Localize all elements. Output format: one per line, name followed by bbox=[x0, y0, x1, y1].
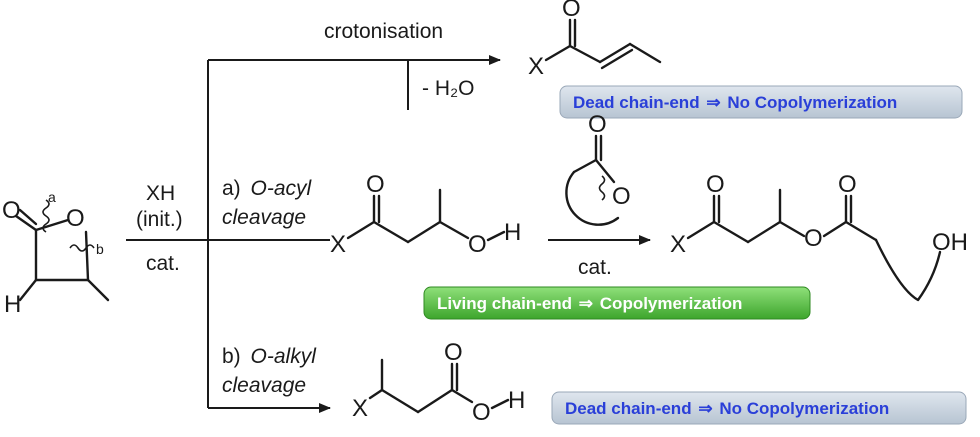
acid-hydroxyl-hydrogen: H bbox=[508, 387, 525, 414]
comonomer-carbonyl-oxygen: O bbox=[588, 111, 607, 138]
comonomer-wavy-mark bbox=[598, 175, 606, 201]
copolymerization-label: Copolymerization bbox=[600, 294, 743, 313]
copolymer-carbonyl-oxygen-1: O bbox=[706, 171, 725, 198]
bond-label-b: b bbox=[96, 241, 104, 257]
dead-arrow-1: ⇒ bbox=[706, 93, 720, 112]
dead-chain-end-box-1: Dead chain-end ⇒ No Copolymerization bbox=[559, 85, 963, 119]
carboxylic-acid-product: X O O H bbox=[352, 339, 525, 426]
crotonate-x-group: X bbox=[528, 53, 544, 80]
dead-chain-end-label-2: Dead chain-end bbox=[565, 399, 692, 418]
acid-hydroxyl-oxygen: O bbox=[472, 399, 491, 426]
ester-x-group: X bbox=[330, 231, 346, 258]
crotonate-oxygen: O bbox=[562, 0, 581, 22]
copolymer-hydroxyl: OH bbox=[932, 229, 968, 256]
acyl-label: O-acyl bbox=[251, 177, 313, 200]
dead-chain-end-label-1: Dead chain-end bbox=[573, 93, 700, 112]
acid-x-group: X bbox=[352, 395, 368, 422]
living-chain-end-box: Living chain-end ⇒ Copolymerization bbox=[423, 286, 811, 320]
copolymer-carbonyl-oxygen-2: O bbox=[838, 171, 857, 198]
alkyl-cleavage-label: b) O-alkyl bbox=[222, 345, 317, 368]
water-loss-label: - H₂O bbox=[422, 77, 474, 100]
comonomer-ring-oxygen: O bbox=[612, 183, 631, 210]
svg-text:Dead chain-end ⇒ N: Dead chain-end ⇒ No Copolymerization bbox=[573, 93, 897, 112]
alkyl-cleavage-label-2: cleavage bbox=[222, 374, 306, 397]
acyl-prefix: a) bbox=[222, 177, 241, 200]
acyl-cleavage-label-2: cleavage bbox=[222, 206, 306, 229]
crotonate-product: O X bbox=[528, 0, 662, 80]
ring-oxygen: O bbox=[66, 205, 85, 232]
carbonyl-oxygen: O bbox=[2, 197, 21, 224]
svg-text:Living chain-end ⇒: Living chain-end ⇒ Copolymerization bbox=[437, 294, 742, 313]
lactone-monomer: O O H a b bbox=[2, 189, 110, 318]
hydroxyl-hydrogen: H bbox=[504, 219, 521, 246]
acyl-cleavage-label: a) O-acyl bbox=[222, 177, 313, 200]
living-chain-end-label: Living chain-end bbox=[437, 294, 572, 313]
alpha-hydrogen: H bbox=[4, 291, 21, 318]
acid-carbonyl-oxygen: O bbox=[444, 339, 463, 366]
initiator-label: XH bbox=[146, 182, 175, 205]
copolymer-ester-oxygen: O bbox=[804, 225, 823, 252]
copolymer-product: O X O O OH bbox=[670, 171, 968, 302]
alkyl-prefix: b) bbox=[222, 345, 241, 368]
svg-text:Dead chain-end ⇒ N: Dead chain-end ⇒ No Copolymerization bbox=[565, 399, 889, 418]
living-arrow: ⇒ bbox=[579, 294, 593, 313]
crotonisation-label: crotonisation bbox=[324, 20, 443, 43]
catalyst-label: cat. bbox=[146, 252, 180, 275]
bond-b-wavy-mark bbox=[69, 244, 95, 252]
dead-arrow-2: ⇒ bbox=[698, 399, 712, 418]
hydroxy-ester-product: O X O H bbox=[330, 171, 521, 258]
bond-a-wavy-mark bbox=[42, 199, 50, 233]
no-copolymerization-label-1: No Copolymerization bbox=[727, 93, 897, 112]
hydroxyl-oxygen: O bbox=[468, 231, 487, 258]
lactone-comonomer: O O bbox=[565, 111, 631, 226]
copolymer-x-group: X bbox=[670, 231, 686, 258]
no-copolymerization-label-2: No Copolymerization bbox=[719, 399, 889, 418]
alkyl-label: O-alkyl bbox=[251, 345, 318, 368]
dead-chain-end-box-2: Dead chain-end ⇒ No Copolymerization bbox=[551, 391, 967, 425]
branch-arrows bbox=[126, 55, 651, 413]
bond-label-a: a bbox=[48, 189, 56, 205]
ester-carbonyl-oxygen: O bbox=[366, 171, 385, 198]
catalyst-label-2: cat. bbox=[578, 256, 612, 279]
initiator-note: (init.) bbox=[136, 208, 183, 231]
